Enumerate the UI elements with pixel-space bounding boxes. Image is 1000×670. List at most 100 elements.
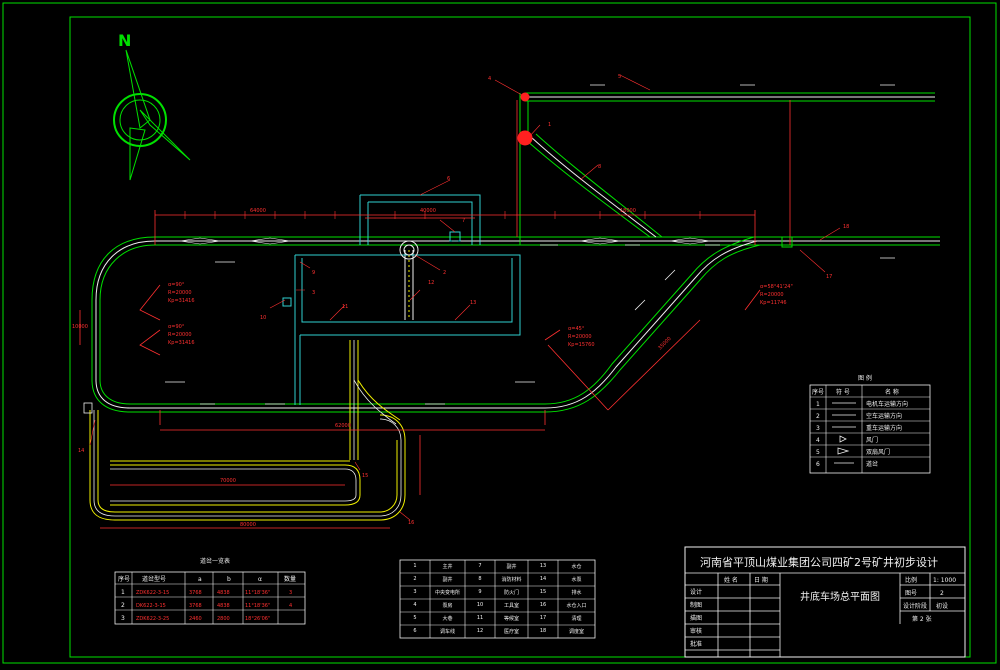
legend-symbols xyxy=(832,402,856,464)
chamber-table-cell: 17 xyxy=(539,615,547,621)
curve-element-labels: α=90° R=20000 Kp=31416 α=90° R=20000 Kp=… xyxy=(168,282,793,348)
chamber-table-cell: 清理 xyxy=(571,616,582,622)
callout-numbers: 1 2 3 4 5 6 7 8 9 10 11 12 13 14 15 16 1… xyxy=(78,74,849,526)
svg-text:双扇风门: 双扇风门 xyxy=(866,448,890,456)
chamber-table-cell: 消防材料 xyxy=(501,577,522,583)
chamber-table-cell: 水泵 xyxy=(571,577,582,583)
dim-top-total: 64000 xyxy=(250,208,266,214)
chamber-table-cell: 7 xyxy=(478,563,482,569)
callout-17: 17 xyxy=(826,274,832,280)
svg-text:电机车运输方向: 电机车运输方向 xyxy=(866,400,908,408)
curve-label: α=45° R=20000 Kp=15760 xyxy=(568,326,595,348)
chamber-table-cell: 水仓入口 xyxy=(566,603,587,609)
chamber-table-cell: 11 xyxy=(476,615,484,621)
legend-title: 图 例 xyxy=(858,374,872,382)
svg-text:符 号: 符 号 xyxy=(836,388,850,396)
svg-text:DK622-3-15: DK622-3-15 xyxy=(136,603,166,609)
callout-4: 4 xyxy=(488,76,491,82)
callout-8: 8 xyxy=(598,164,601,170)
svg-text:3768: 3768 xyxy=(189,590,202,596)
callout-10: 10 xyxy=(260,315,266,321)
callout-12: 12 xyxy=(428,280,434,286)
svg-text:Kp=15760: Kp=15760 xyxy=(568,342,595,348)
switch-row: 3 ZDK622-3-25 2460 2800 18°26'06" xyxy=(121,615,270,622)
svg-text:风门: 风门 xyxy=(866,436,878,444)
callout-15: 15 xyxy=(362,473,368,479)
chamber-table-cell: 13 xyxy=(539,563,547,569)
svg-text:数量: 数量 xyxy=(284,575,296,583)
chamber-table-cell: 副井 xyxy=(506,564,517,570)
svg-text:Kp=31416: Kp=31416 xyxy=(168,298,195,304)
chamber-table-cell: 副井 xyxy=(442,577,453,583)
svg-text:初设: 初设 xyxy=(936,602,948,610)
svg-text:3768: 3768 xyxy=(189,603,202,609)
svg-text:2800: 2800 xyxy=(217,616,230,622)
curve-label: α=58°41'24" R=20000 Kp=11746 xyxy=(760,284,793,306)
curve-label: α=90° R=20000 Kp=31416 xyxy=(168,324,195,346)
dim-left-short: 10000 xyxy=(72,324,88,330)
chamber-table-cell: 10 xyxy=(476,602,484,608)
chamber-table-cell: 等候室 xyxy=(503,616,519,622)
svg-text:α=58°41'24": α=58°41'24" xyxy=(760,284,793,290)
chamber-table-cell: 调车线 xyxy=(439,629,455,635)
svg-text:2: 2 xyxy=(816,413,820,420)
svg-text:序号: 序号 xyxy=(812,388,824,396)
svg-text:2: 2 xyxy=(121,602,125,609)
svg-text:1: 1 xyxy=(816,401,820,408)
callout-5: 5 xyxy=(618,74,621,80)
chamber-table-cell: 5 xyxy=(413,615,417,621)
callout-9: 9 xyxy=(312,270,315,276)
svg-text:α=90°: α=90° xyxy=(168,282,185,288)
svg-text:a: a xyxy=(198,576,202,583)
col-name: 姓 名 xyxy=(724,576,738,584)
chamber-table-cell: 大巷 xyxy=(442,616,453,622)
chamber-table-cell: 6 xyxy=(413,628,417,634)
chamber-table-cell: 排水 xyxy=(571,590,582,596)
callout-13: 13 xyxy=(470,300,476,306)
svg-text:制图: 制图 xyxy=(690,601,702,609)
svg-text:11°18'36": 11°18'36" xyxy=(245,603,270,609)
dimension-labels: 64000 40000 18000 62000 70000 80000 1000… xyxy=(72,208,673,528)
svg-text:Kp=11746: Kp=11746 xyxy=(760,300,787,306)
chamber-table-cell: 中央变电所 xyxy=(434,590,460,596)
svg-text:5: 5 xyxy=(816,449,820,456)
svg-text:3: 3 xyxy=(816,425,820,432)
chamber-table-cell: 调度室 xyxy=(568,629,584,635)
svg-text:4: 4 xyxy=(816,437,820,444)
svg-text:1: 1 xyxy=(121,589,125,596)
main-roadway xyxy=(79,74,940,529)
chamber-table-cell: 15 xyxy=(539,589,547,595)
callout-18: 18 xyxy=(843,224,849,230)
chamber-table-cell: 12 xyxy=(476,628,484,634)
switch-table-title: 道岔一览表 xyxy=(200,557,230,565)
svg-text:设计阶段: 设计阶段 xyxy=(903,602,927,610)
chamber-table-cell: 8 xyxy=(478,576,482,582)
legend-row: 2 空车运输方向 xyxy=(816,412,902,420)
svg-text:审核: 审核 xyxy=(690,627,702,635)
curve-label: α=90° R=20000 Kp=31416 xyxy=(168,282,195,304)
legend-row: 5 双扇风门 xyxy=(816,448,890,456)
switch-row: 2 DK622-3-15 3768 4838 11°18'36" 4 xyxy=(121,602,292,609)
legend-row: 1 电机车运输方向 xyxy=(816,400,908,408)
svg-text:2: 2 xyxy=(940,590,944,597)
svg-text:2460: 2460 xyxy=(189,616,202,622)
svg-text:序号: 序号 xyxy=(118,575,130,583)
callout-7: 7 xyxy=(462,218,465,224)
north-label: N xyxy=(118,31,131,50)
callout-3: 3 xyxy=(312,290,315,296)
svg-text:道岔: 道岔 xyxy=(866,460,878,468)
svg-text:Kp=31416: Kp=31416 xyxy=(168,340,195,346)
chamber-table-cell: 9 xyxy=(478,589,482,595)
svg-text:α=90°: α=90° xyxy=(168,324,185,330)
dim-lower-total: 62000 xyxy=(335,423,351,429)
chamber-table-cell: 工具室 xyxy=(503,603,519,609)
chamber-table-cell: 防火门 xyxy=(503,590,519,596)
chamber-table-cell: 泵房 xyxy=(442,603,453,609)
svg-text:空车运输方向: 空车运输方向 xyxy=(866,412,902,420)
callout-14: 14 xyxy=(78,448,84,454)
legend-row: 4 风门 xyxy=(816,436,878,444)
